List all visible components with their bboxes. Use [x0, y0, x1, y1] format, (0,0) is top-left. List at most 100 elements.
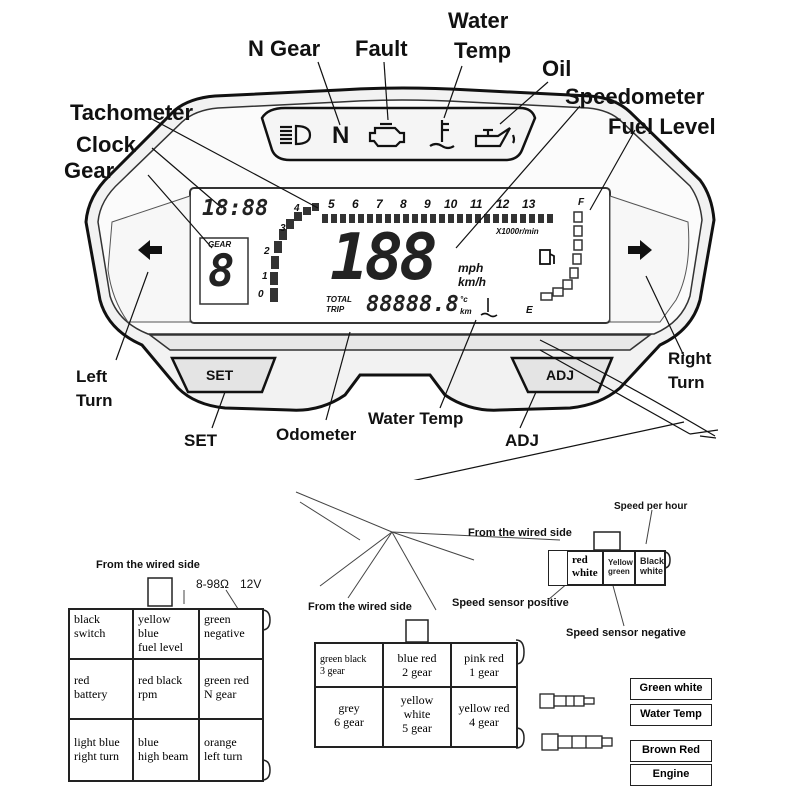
set-button[interactable]: SET: [206, 367, 234, 383]
left-cell-1-0: red battery: [69, 659, 133, 719]
tach-num-8: 8: [400, 197, 407, 211]
middle-connector-grid: green black 3 gear blue red 2 gear pink …: [314, 642, 518, 748]
speed-cell-1: Yellow green: [603, 551, 635, 585]
lcd-clock: 18:88: [202, 196, 269, 221]
callout-clock: Clock: [76, 132, 136, 157]
tach-num-11: 11: [470, 197, 483, 211]
lcd-speed-digits: 188: [330, 221, 438, 295]
callout-fault: Fault: [355, 36, 408, 61]
gear-box: [199, 237, 249, 305]
speed-sensor-negative-label: Speed sensor negative: [566, 627, 686, 639]
callout-right-turn-line2: Turn: [668, 373, 705, 392]
tach-num-10: 10: [444, 197, 458, 211]
callout-set: SET: [184, 431, 218, 450]
indicator-bar: [260, 106, 537, 162]
speed-per-hour-label: Speed per hour: [614, 501, 688, 512]
lcd-unit-kmh: km/h: [458, 275, 487, 289]
callout-gear: Gear: [64, 158, 115, 183]
callout-water-temp-line2: Temp: [454, 38, 512, 63]
middle-cell-1-2: yellow red 4 gear: [451, 687, 517, 747]
left-cell-2-1: blue high beam: [133, 719, 199, 781]
left-cell-0-2: green negative: [199, 609, 263, 659]
middle-cell-1-0: grey 6 gear: [315, 687, 383, 747]
callout-n-gear: N Gear: [248, 36, 321, 61]
speed-sensor-connector: red white Yellow green Black white: [548, 550, 666, 586]
lcd-total-label: TOTAL: [326, 295, 352, 304]
left-connector-grid: black switch yellow blue fuel level gree…: [68, 608, 264, 782]
callout-water-temp-line1: Water: [448, 8, 509, 33]
dashboard-illustration: [84, 61, 719, 480]
set-button-shape: [170, 356, 277, 394]
tach-num-12: 12: [496, 197, 510, 211]
middle-cell-1-1: yellow white 5 gear: [383, 687, 451, 747]
callout-left-turn-line1: Left: [76, 367, 108, 386]
high-beam-icon: [280, 124, 312, 146]
callout-right-turn-line1: Right: [668, 349, 712, 368]
speed-sensor-from-label: From the wired side: [468, 527, 572, 539]
left-connector-resistance: 8-98Ω: [196, 577, 229, 591]
lcd-trip-label: TRIP: [326, 305, 345, 314]
engine-fault-icon: [368, 122, 406, 148]
right-turn-arrow-icon: [628, 240, 652, 260]
left-cell-2-2: orange left turn: [199, 719, 263, 781]
callout-water-temp-bottom: Water Temp: [368, 409, 464, 428]
tach-num-4: 4: [294, 203, 300, 214]
adj-button[interactable]: ADJ: [546, 367, 575, 383]
left-cell-2-0: light blue right turn: [69, 719, 133, 781]
lcd-gear-label: GEAR: [208, 240, 232, 249]
adj-button-shape: [510, 356, 614, 394]
tach-num-5: 5: [328, 197, 335, 211]
bullet-connector-engine: [541, 733, 613, 751]
callout-speedometer: Speedometer: [565, 84, 705, 109]
bullet-connector-water-temp: [539, 693, 595, 709]
lcd-fuel-empty: E: [526, 305, 533, 316]
lcd-unit-mph: mph: [458, 261, 484, 275]
tach-num-3: 3: [280, 223, 286, 234]
middle-connector-from-label: From the wired side: [308, 601, 412, 613]
middle-cell-0-2: pink red 1 gear: [451, 643, 517, 687]
tach-num-0: 0: [258, 289, 264, 300]
left-cell-1-2: green red N gear: [199, 659, 263, 719]
tach-unit: X1000r/min: [496, 227, 539, 236]
engine-wire-tag: Brown Red: [630, 740, 712, 762]
left-cell-0-1: yellow blue fuel level: [133, 609, 199, 659]
tach-num-2: 2: [264, 246, 270, 257]
left-cell-1-1: red black rpm: [133, 659, 199, 719]
oil-icon: [474, 127, 516, 148]
lcd-odo-unit-km: km: [460, 307, 472, 316]
left-turn-arrow-icon: [138, 240, 162, 260]
middle-cell-0-0: green black 3 gear: [315, 643, 383, 687]
speed-cell-2: Black white: [635, 551, 665, 585]
water-temp-icon: [429, 120, 455, 150]
water-temp-function-tag: Water Temp: [630, 704, 712, 726]
fuel-pump-icon: [539, 249, 555, 265]
lcd-gear-digit: 8: [208, 246, 235, 297]
tach-num-1: 1: [262, 271, 268, 282]
callout-oil: Oil: [542, 56, 572, 81]
fuel-bargraph: [540, 211, 583, 301]
engine-function-tag: Engine: [630, 764, 712, 786]
middle-cell-0-1: blue red 2 gear: [383, 643, 451, 687]
tach-num-13: 13: [522, 197, 536, 211]
lcd-fuel-full: F: [578, 197, 585, 208]
left-cell-0-0: black switch: [69, 609, 133, 659]
lcd-odo-unit-c: °c: [460, 295, 468, 304]
neutral-indicator: N: [332, 122, 350, 149]
callout-tachometer: Tachometer: [70, 100, 194, 125]
speed-sensor-positive-label: Speed sensor positive: [452, 597, 569, 609]
lcd-odometer-digits: 88888.8: [366, 292, 459, 317]
tachometer-top-bars: [322, 214, 553, 223]
callout-adj: ADJ: [505, 431, 540, 450]
left-connector-voltage: 12V: [240, 577, 262, 591]
water-temp-wire-tag: Green white: [630, 678, 712, 700]
left-connector-from-label: From the wired side: [96, 559, 200, 571]
callout-left-turn-line2: Turn: [76, 391, 113, 410]
callout-odometer: Odometer: [276, 425, 357, 444]
speed-cell-0: red white: [567, 551, 603, 585]
callout-fuel-level: Fuel Level: [608, 114, 716, 139]
tach-num-9: 9: [424, 197, 431, 211]
odometer-temp-icon: [480, 298, 498, 318]
tach-num-7: 7: [376, 197, 383, 211]
tach-num-6: 6: [352, 197, 359, 211]
